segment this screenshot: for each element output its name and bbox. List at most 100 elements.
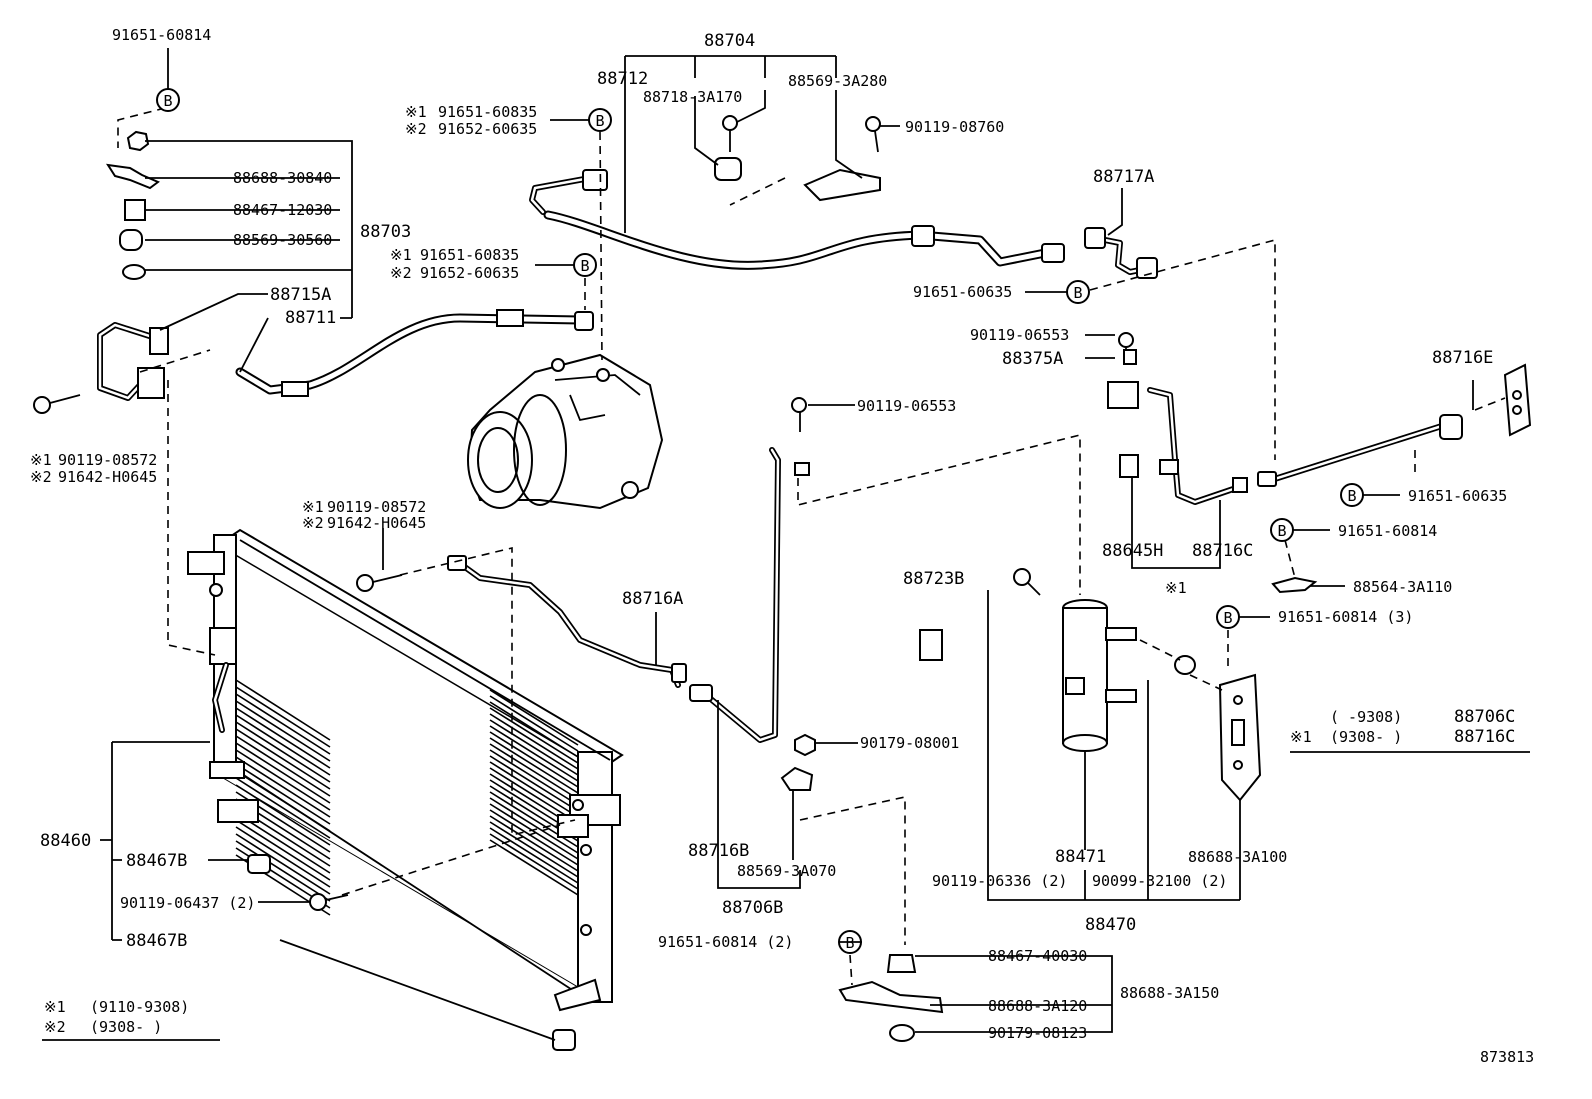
label-88711: 88711 [285,308,336,328]
label-88688-30840: 88688-30840 [233,169,332,187]
note-range-1: ( -9308) [1330,708,1402,726]
label-90119-08760: 90119-08760 [905,118,1004,136]
note-range-2: (9308- ) [1330,728,1402,746]
label-88467-12030: 88467-12030 [233,201,332,219]
condenser-fin [489,761,579,818]
marker-b-1: B [156,88,180,112]
label-88715a: 88715A [270,285,331,305]
cap-88375a [1123,349,1137,365]
leader-lines [42,48,1530,1041]
marker-b-6: B [1270,518,1294,542]
hose-88711 [235,309,594,397]
label-91651-60814-d: 91651-60814 (2) [658,933,793,951]
bracket-88688-3a150 [838,954,944,1042]
label-star1-a: ※1 [405,103,427,121]
condenser-fin [235,826,331,888]
label-star1-d: ※1 [1165,579,1187,597]
svg-text:B: B [1073,284,1082,302]
note-star1: ※1 [1290,728,1312,746]
condenser-88460 [187,528,624,1012]
condenser-fin [489,809,579,866]
bolt-markers: B B B B B B B B [156,88,1364,954]
cushion-88467b-a [247,854,271,874]
condenser-fin [235,784,331,846]
condenser-fin [489,731,579,788]
condenser-fin [489,725,579,782]
label-star2-b: ※2 [390,264,412,282]
fasteners [33,115,1318,1051]
label-88712: 88712 [597,69,648,89]
pipe-88716c [1107,381,1248,505]
legend-star2: ※2 [44,1018,66,1036]
nut-90179-08001 [794,733,816,757]
marker-b-3: B [573,253,597,277]
nut-88703-top [126,130,150,152]
condenser-fin [235,742,331,804]
label-88718-3a170: 88718-3A170 [643,88,742,106]
condenser-fin [235,749,331,811]
label-91651-60635-a: 91651-60635 [913,283,1012,301]
label-91642-h0645-b: 91642-H0645 [327,514,426,532]
label-90119-06336: 90119-06336 (2) [932,872,1067,890]
condenser-fin [235,679,331,741]
bolt-88718 [722,115,738,152]
part-labels: 91651-60814 88704 88712 88718-3A170 8856… [30,26,1534,1066]
marker-b-2: B [588,108,612,132]
clamp-88569-3a070 [780,766,814,791]
label-91642-h0645-a: 91642-H0645 [58,468,157,486]
marker-b-4: B [1066,280,1090,304]
label-88467b-a: 88467B [126,851,187,871]
bolt-90119-08572-a [33,394,81,414]
svg-text:B: B [1277,522,1286,540]
label-star1-e: ※1 [302,498,324,516]
label-90119-06553-b: 90119-06553 [857,397,956,415]
condenser-fin [489,767,579,824]
cushion-88723b [919,629,943,661]
label-88470: 88470 [1085,915,1136,935]
label-88706b: 88706B [722,898,783,918]
condenser-fin [489,755,579,812]
condenser-fin [489,713,579,770]
clip-88564-3a110 [1271,576,1318,594]
condenser-fin [235,693,331,755]
label-91651-60814-top: 91651-60814 [112,26,211,44]
condenser-fin [489,689,579,746]
pipe-88717a [1084,227,1158,279]
bolt-90119-08572-b [356,574,403,592]
condenser-fin [235,840,331,902]
svg-text:B: B [595,112,604,130]
legend-star1: ※1 [44,998,66,1016]
label-88471: 88471 [1055,847,1106,867]
label-90119-06437: 90119-06437 (2) [120,894,255,912]
svg-text:B: B [1223,609,1232,627]
label-88723b: 88723B [903,569,964,589]
label-star1-c: ※1 [30,451,52,469]
svg-text:B: B [580,257,589,275]
condenser-fin [489,737,579,794]
pipe-88715a [97,322,169,401]
condenser-fin [489,719,579,776]
label-88569-3a070: 88569-3A070 [737,862,836,880]
condenser-fin [235,700,331,762]
label-90099-32100: 90099-32100 (2) [1092,872,1227,890]
label-88703: 88703 [360,222,411,242]
condenser-fin [489,815,579,872]
condenser-fin [489,707,579,764]
label-88467b-b: 88467B [126,931,187,951]
label-91651-60835-a: 91651-60835 [438,103,537,121]
label-91651-60635-b: 91651-60635 [1408,487,1507,505]
note-part-2: 88716C [1454,727,1515,747]
dashed-pointers [117,107,1506,986]
condenser-fin [235,756,331,818]
pipe-88716e [1257,363,1532,487]
bracket-88688-3a100 [1218,673,1262,802]
label-88467-40030: 88467-40030 [988,947,1087,965]
condenser-fin [235,714,331,776]
label-star2-c: ※2 [30,468,52,486]
condenser-fin [489,803,579,860]
condenser-fin [489,743,579,800]
figure-number: 873813 [1480,1048,1534,1066]
condenser-fin [235,728,331,790]
grommet-88703 [122,264,146,280]
